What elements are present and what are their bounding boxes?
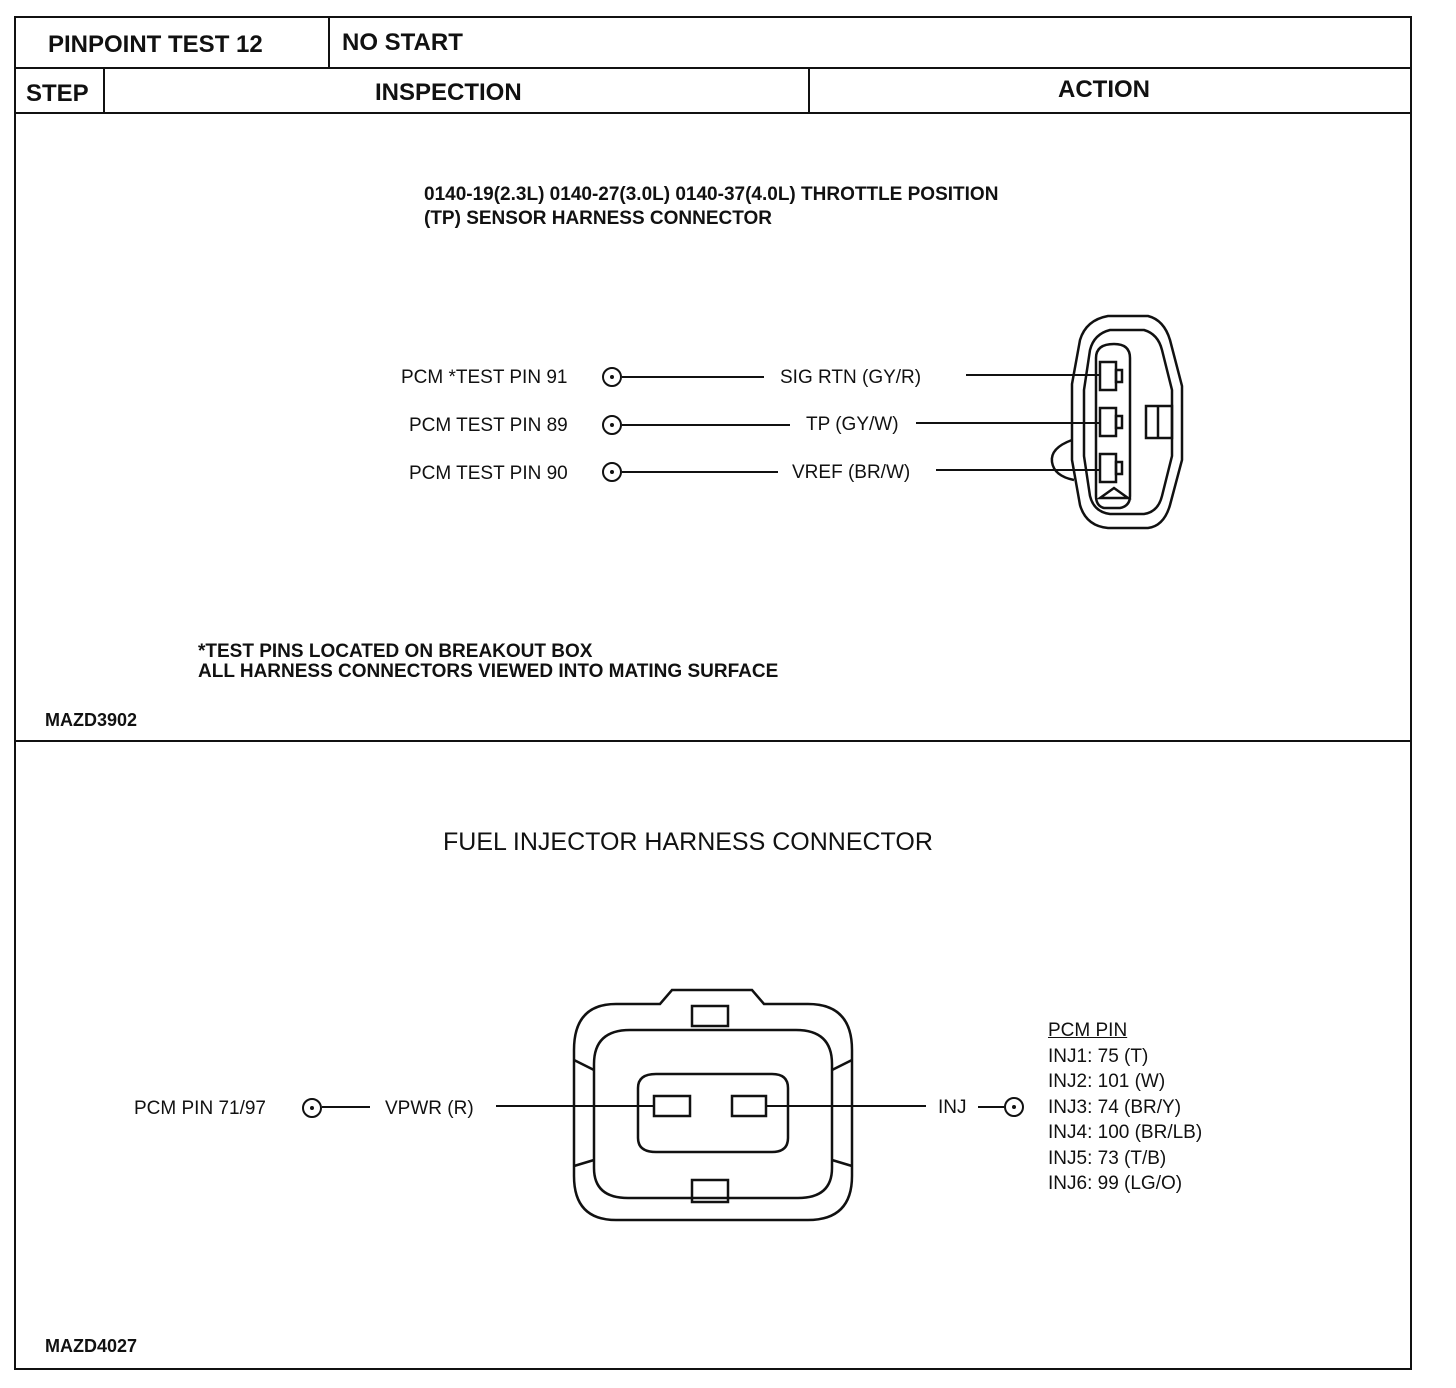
injector-diagram-title: FUEL INJECTOR HARNESS CONNECTOR [443,828,933,856]
test-name: NO START [342,29,463,56]
tp-wire-label-3: VREF (BR/W) [792,462,911,483]
tp-diagram-title-line2: (TP) SENSOR HARNESS CONNECTOR [424,208,773,229]
test-pin-terminal-icon [1004,1097,1024,1117]
list-item: INJ6: 99 (LG/O) [1048,1173,1183,1194]
injector-figure-id: MAZD4027 [45,1336,138,1356]
section-divider [14,740,1412,742]
page-frame [14,16,1412,1370]
test-pin-terminal-icon [602,462,622,482]
tp-pin-label-2: PCM TEST PIN 89 [409,415,568,436]
list-item: INJ1: 75 (T) [1048,1045,1149,1067]
tp-pin-label-3: PCM TEST PIN 90 [409,463,568,484]
list-item: INJ4: 100 (BR/LB) [1048,1122,1203,1143]
tp-wire-label-2: TP (GY/W) [806,414,899,435]
test-pin-terminal-icon [602,367,622,387]
test-title: PINPOINT TEST 12 [48,31,263,58]
injector-left-pin-label: PCM PIN 71/97 [134,1098,266,1119]
wire-line [936,469,1100,471]
column-header-step: STEP [26,80,89,107]
injector-right-wire-label: INJ [938,1097,967,1118]
tp-pin-label-1: PCM *TEST PIN 91 [401,367,568,388]
list-item: INJ2: 101 (W) [1048,1071,1166,1092]
column-header-divider [14,112,1412,114]
wire-line [622,471,778,473]
wire-line [322,1106,370,1108]
wire-line [916,422,1100,424]
step-divider [103,67,105,113]
tp-figure-id: MAZD3902 [45,710,138,730]
header-divider [14,67,1412,69]
test-pin-terminal-icon [602,415,622,435]
tp-wire-label-1: SIG RTN (GY/R) [780,367,922,388]
tp-note-line2: ALL HARNESS CONNECTORS VIEWED INTO MATIN… [198,661,779,682]
test-pin-terminal-icon [302,1098,322,1118]
pcm-pin-list: PCM PIN INJ1: 75 (T) INJ2: 101 (W) INJ3:… [1048,1018,1202,1197]
wire-line [966,374,1100,376]
title-divider [328,16,330,68]
wire-line [978,1106,1004,1108]
wire-line [622,424,790,426]
list-item: INJ3: 74 (BR/Y) [1048,1096,1182,1118]
inspection-action-divider [808,67,810,113]
column-header-action: ACTION [1058,76,1150,103]
pcm-pin-heading: PCM PIN [1048,1020,1128,1041]
wire-line [622,376,764,378]
tp-note-line1: *TEST PINS LOCATED ON BREAKOUT BOX [198,641,593,662]
list-item: INJ5: 73 (T/B) [1048,1147,1167,1169]
tp-diagram-title-line1: 0140-19(2.3L) 0140-27(3.0L) 0140-37(4.0L… [424,184,999,205]
column-header-inspection: INSPECTION [375,79,522,106]
injector-left-wire-label: VPWR (R) [385,1098,474,1119]
